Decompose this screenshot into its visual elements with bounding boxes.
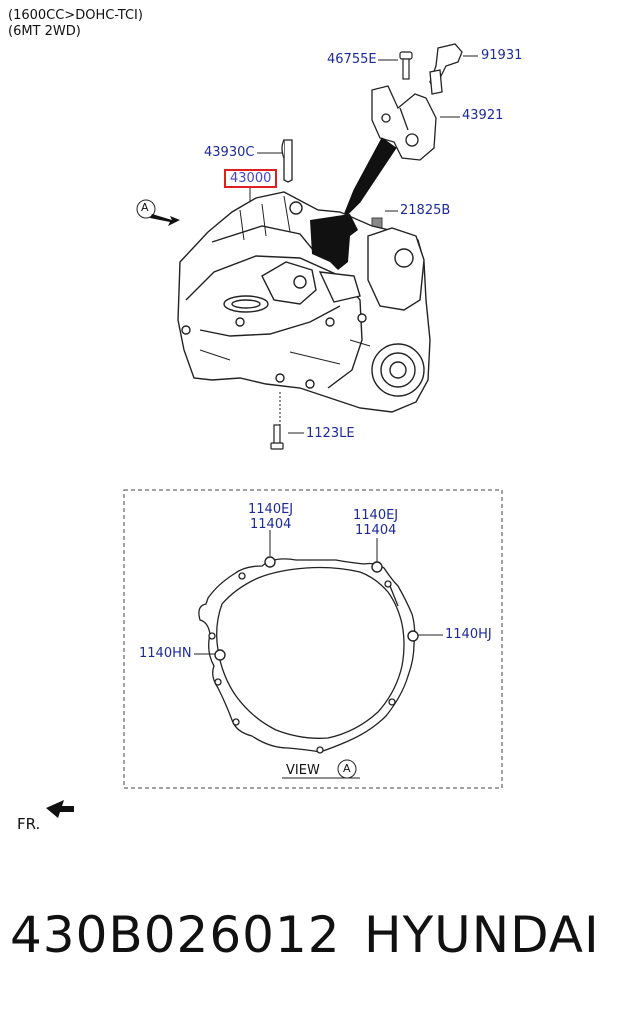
dowel-markers bbox=[214, 556, 419, 661]
bracket-91931 bbox=[429, 43, 463, 95]
callout-43930c: 43930C bbox=[204, 145, 255, 160]
model-spec-transmission: (6MT 2WD) bbox=[8, 24, 81, 39]
leader-lines bbox=[194, 55, 478, 655]
pin-43930c bbox=[281, 139, 293, 183]
model-spec-engine: (1600CC>DOHC-TCI) bbox=[8, 8, 143, 23]
part-number: 430B026012 bbox=[10, 906, 341, 964]
callout-1140hn: 1140HN bbox=[139, 646, 192, 661]
callout-21825b: 21825B bbox=[400, 203, 451, 218]
callout-11404-left: 11404 bbox=[250, 517, 292, 532]
view-a-marker: A bbox=[141, 201, 149, 214]
callout-1140ej-right: 1140EJ bbox=[353, 508, 399, 523]
callout-43000-highlight: 43000 bbox=[224, 169, 278, 188]
callout-1123le: 1123LE bbox=[306, 426, 355, 441]
callout-1140hj: 1140HJ bbox=[445, 627, 492, 642]
view-letter: A bbox=[343, 762, 351, 775]
callout-1140ej-left: 1140EJ bbox=[248, 502, 294, 517]
bracket-43921 bbox=[371, 85, 437, 161]
callout-11404-right: 11404 bbox=[355, 523, 397, 538]
transmission-assembly bbox=[177, 191, 431, 413]
front-arrow-icon bbox=[46, 800, 74, 818]
bolt-46755e bbox=[399, 51, 413, 80]
bolt-1123le bbox=[270, 424, 284, 450]
callout-43921: 43921 bbox=[462, 108, 504, 123]
pointer-arrow bbox=[341, 137, 397, 221]
front-label: FR. bbox=[17, 815, 41, 833]
view-a-panel bbox=[123, 489, 503, 789]
housing-gasket bbox=[198, 558, 416, 754]
brand-name: HYUNDAI bbox=[364, 906, 600, 964]
view-a-circle bbox=[337, 759, 357, 779]
view-a-marker-graphic bbox=[136, 199, 180, 226]
shift-lever bbox=[310, 214, 358, 270]
callout-46755e: 46755E bbox=[327, 52, 377, 67]
callout-91931: 91931 bbox=[481, 48, 523, 63]
view-label: VIEW bbox=[286, 763, 320, 778]
